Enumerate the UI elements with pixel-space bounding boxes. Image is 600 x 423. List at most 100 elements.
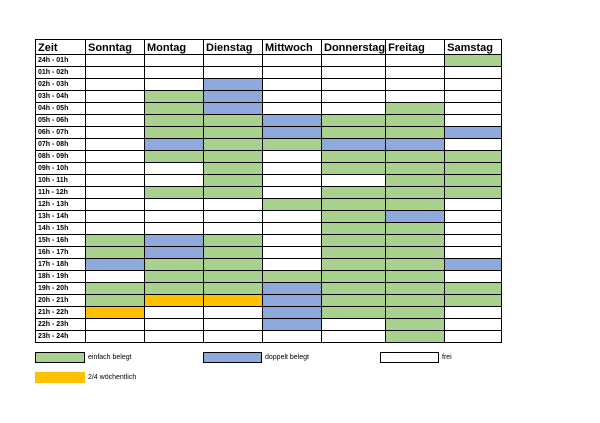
schedule-cell <box>385 126 446 139</box>
table-row: 02h - 03h <box>35 78 503 91</box>
schedule-cell <box>320 54 387 67</box>
schedule-cell <box>262 282 322 295</box>
schedule-cell <box>144 66 204 79</box>
schedule-cell <box>262 258 322 271</box>
table-row: 24h - 01h <box>35 54 503 67</box>
schedule-cell <box>262 78 322 91</box>
schedule-cell <box>320 90 387 103</box>
schedule-cell <box>444 306 503 319</box>
schedule-cell <box>203 258 263 271</box>
schedule-cell <box>144 246 204 259</box>
legend-frei-label: frei <box>442 354 452 361</box>
schedule-cell <box>262 66 322 79</box>
schedule-cell <box>262 270 322 283</box>
schedule-cell <box>320 78 387 91</box>
schedule-cell <box>444 318 503 331</box>
schedule-cell <box>262 198 322 211</box>
time-slot-label: 24h - 01h <box>35 54 86 67</box>
table-row: 15h - 16h <box>35 234 503 247</box>
schedule-cell <box>203 222 263 235</box>
table-row: 11h - 12h <box>35 186 503 199</box>
schedule-cell <box>203 294 263 307</box>
time-slot-label: 16h - 17h <box>35 246 86 259</box>
schedule-cell <box>385 162 446 175</box>
schedule-cell <box>262 174 322 187</box>
schedule-cell <box>262 150 322 163</box>
schedule-cell <box>85 126 145 139</box>
header-day: Sonntag <box>85 39 145 55</box>
schedule-cell <box>203 186 263 199</box>
schedule-cell <box>385 270 446 283</box>
time-slot-label: 17h - 18h <box>35 258 86 271</box>
schedule-cell <box>320 222 387 235</box>
time-slot-label: 02h - 03h <box>35 78 86 91</box>
schedule-cell <box>320 210 387 223</box>
legend-einfach: einfach belegt <box>35 352 132 363</box>
time-slot-label: 19h - 20h <box>35 282 86 295</box>
schedule-cell <box>144 210 204 223</box>
schedule-cell <box>262 222 322 235</box>
schedule-cell <box>444 174 503 187</box>
header-zeit: Zeit <box>35 39 86 55</box>
schedule-cell <box>320 294 387 307</box>
schedule-cell <box>385 258 446 271</box>
schedule-cell <box>203 126 263 139</box>
schedule-cell <box>444 258 503 271</box>
table-row: 19h - 20h <box>35 282 503 295</box>
schedule-cell <box>144 198 204 211</box>
schedule-cell <box>444 102 503 115</box>
schedule-cell <box>385 198 446 211</box>
schedule-cell <box>444 114 503 127</box>
time-slot-label: 22h - 23h <box>35 318 86 331</box>
schedule-cell <box>262 126 322 139</box>
schedule-cell <box>203 114 263 127</box>
time-slot-label: 09h - 10h <box>35 162 86 175</box>
header-day: Montag <box>144 39 204 55</box>
table-row: 05h - 06h <box>35 114 503 127</box>
legend-einfach-label: einfach belegt <box>88 354 132 361</box>
schedule-cell <box>144 258 204 271</box>
schedule-cell <box>144 138 204 151</box>
schedule-cell <box>85 330 145 343</box>
schedule-cell <box>144 78 204 91</box>
schedule-cell <box>444 270 503 283</box>
schedule-cell <box>320 306 387 319</box>
schedule-cell <box>385 150 446 163</box>
schedule-cell <box>385 318 446 331</box>
legend-woechentlich-label: 2/4 wöchentlich <box>88 374 137 381</box>
time-slot-label: 06h - 07h <box>35 126 86 139</box>
schedule-cell <box>320 162 387 175</box>
time-slot-label: 11h - 12h <box>35 186 86 199</box>
table-row: 06h - 07h <box>35 126 503 139</box>
schedule-cell <box>385 234 446 247</box>
schedule-cell <box>203 282 263 295</box>
schedule-cell <box>85 54 145 67</box>
schedule-cell <box>444 222 503 235</box>
schedule-cell <box>85 246 145 259</box>
schedule-cell <box>385 330 446 343</box>
schedule-cell <box>203 234 263 247</box>
schedule-cell <box>385 174 446 187</box>
schedule-cell <box>144 162 204 175</box>
schedule-cell <box>320 126 387 139</box>
legend-einfach-swatch <box>35 352 85 363</box>
time-slot-label: 21h - 22h <box>35 306 86 319</box>
schedule-cell <box>85 66 145 79</box>
time-slot-label: 08h - 09h <box>35 150 86 163</box>
schedule-cell <box>385 102 446 115</box>
table-row: 08h - 09h <box>35 150 503 163</box>
schedule-cell <box>444 150 503 163</box>
schedule-cell <box>444 162 503 175</box>
table-row: 07h - 08h <box>35 138 503 151</box>
table-row: 03h - 04h <box>35 90 503 103</box>
schedule-cell <box>203 138 263 151</box>
header-day: Dienstag <box>203 39 263 55</box>
schedule-cell <box>320 66 387 79</box>
schedule-cell <box>320 198 387 211</box>
schedule-cell <box>262 138 322 151</box>
schedule-cell <box>144 150 204 163</box>
time-slot-label: 23h - 24h <box>35 330 86 343</box>
schedule-cell <box>320 114 387 127</box>
table-row: 10h - 11h <box>35 174 503 187</box>
legend-frei: frei <box>380 352 452 363</box>
